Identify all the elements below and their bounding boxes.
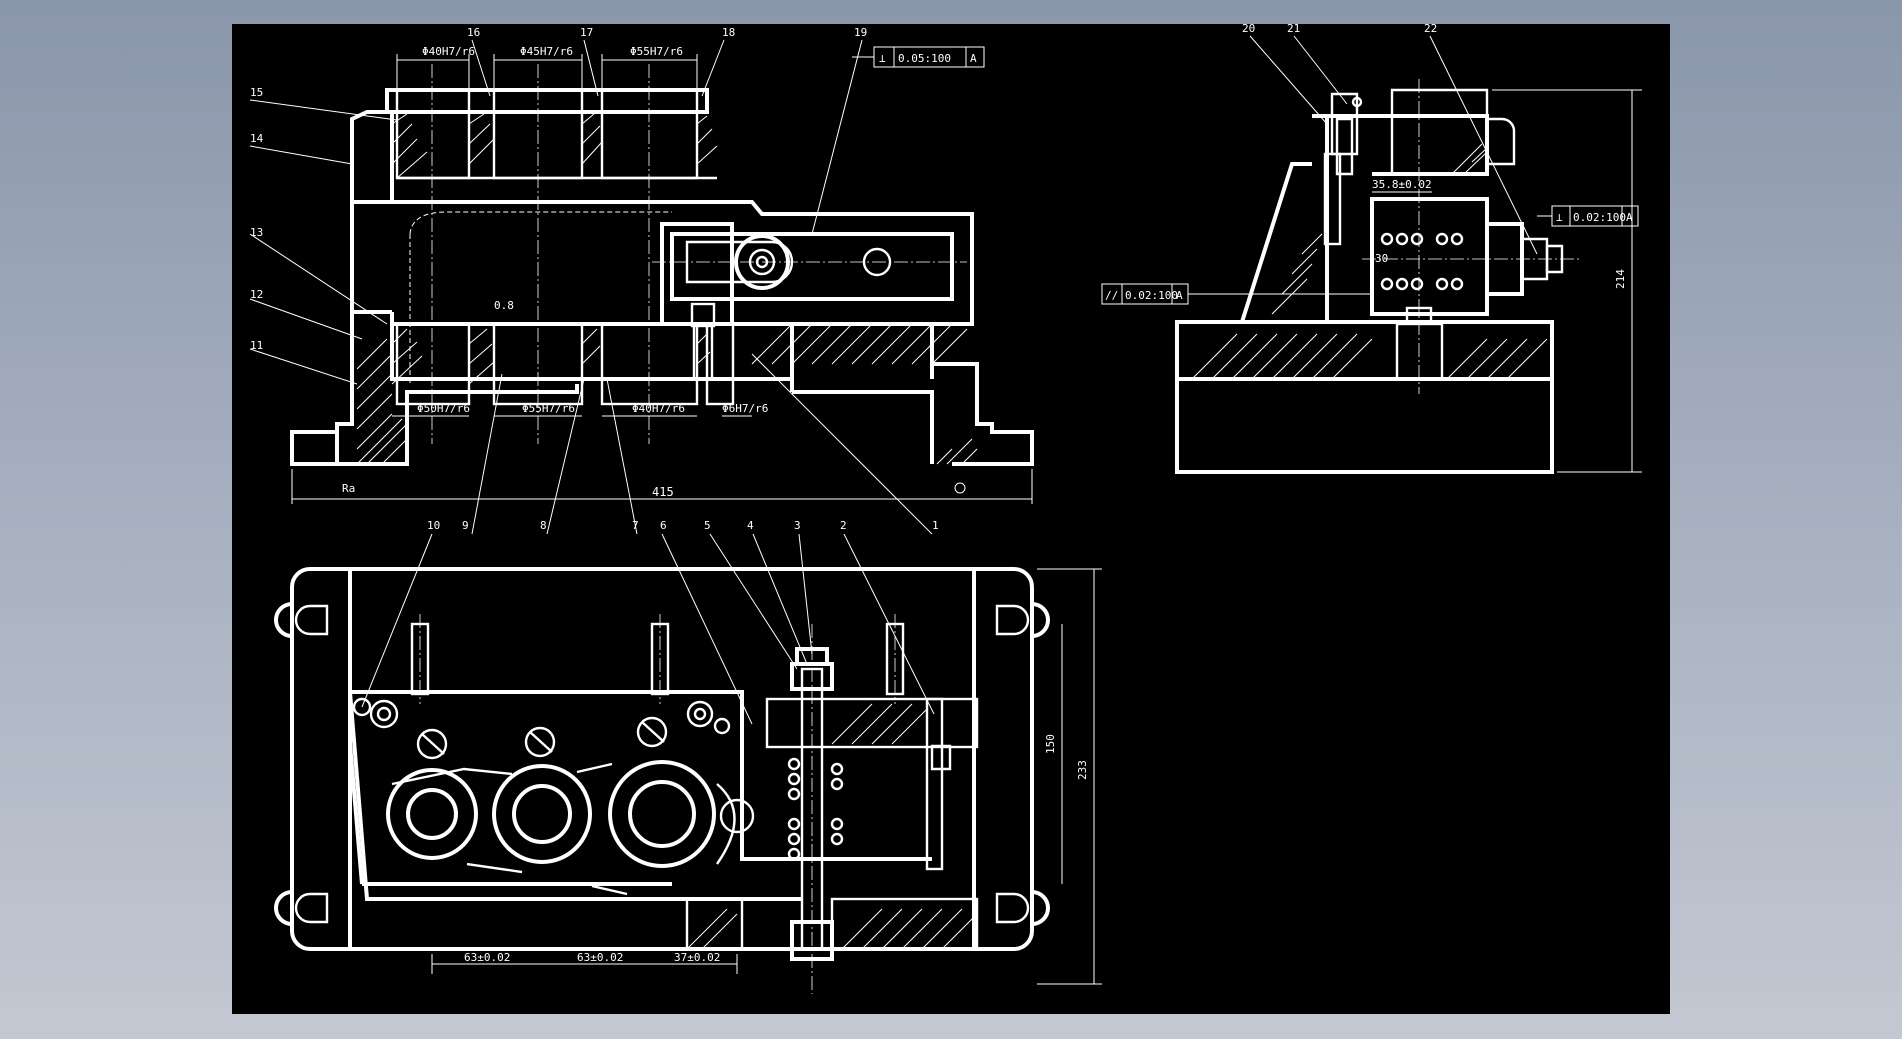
dim-bot-phi40: Φ40H7/r6 xyxy=(632,402,685,415)
dim-top-phi40: Φ40H7/r6 xyxy=(422,45,475,58)
side-view: 214 35.8±0.02 30 xyxy=(1175,79,1642,474)
balloon-2: 2 xyxy=(840,519,847,532)
svg-text:0.05:100: 0.05:100 xyxy=(898,52,951,65)
tolerance-frame-parallel-side: // 0.02:100 A xyxy=(1101,283,1372,305)
svg-text://: // xyxy=(1105,289,1118,302)
balloon-20: 20 xyxy=(1242,24,1255,35)
svg-text:0.02:100: 0.02:100 xyxy=(1573,211,1626,224)
drawing-viewport[interactable]: Φ40H7/r6 Φ45H7/r6 Φ55H7/r6 Φ50H7/r6 Φ55H… xyxy=(232,24,1670,1014)
dim-side-30: 30 xyxy=(1375,252,1388,265)
balloon-3: 3 xyxy=(794,519,801,532)
dim-side-35: 35.8±0.02 xyxy=(1372,178,1432,191)
balloon-10: 10 xyxy=(427,519,440,532)
dim-bot-phi55: Φ55H7/r6 xyxy=(522,402,575,415)
front-section-view xyxy=(290,64,1034,466)
svg-text:A: A xyxy=(1176,289,1183,302)
dim-bot-phi50: Φ50H7/r6 xyxy=(417,402,470,415)
cad-drawing: Φ40H7/r6 Φ45H7/r6 Φ55H7/r6 Φ50H7/r6 Φ55H… xyxy=(249,24,1642,994)
front-dimensions: Φ40H7/r6 Φ45H7/r6 Φ55H7/r6 Φ50H7/r6 Φ55H… xyxy=(291,45,1033,504)
dim-width-415: 415 xyxy=(652,485,674,499)
balloon-6: 6 xyxy=(660,519,667,532)
dim-plan-37: 37±0.02 xyxy=(674,951,720,964)
svg-text:Ra: Ra xyxy=(342,482,355,495)
balloon-12: 12 xyxy=(250,288,263,301)
dim-bot-phi6: Φ6H7/r6 xyxy=(722,402,768,415)
balloon-13: 13 xyxy=(250,226,263,239)
balloon-5: 5 xyxy=(704,519,711,532)
balloon-15: 15 xyxy=(250,86,263,99)
dim-plan-63a: 63±0.02 xyxy=(464,951,510,964)
svg-text:A: A xyxy=(1626,211,1633,224)
tolerance-frame-perp-top: ⊥ 0.05:100 A xyxy=(852,46,985,68)
balloon-8: 8 xyxy=(540,519,547,532)
plan-view: 63±0.02 63±0.02 37±0.02 150 233 xyxy=(274,567,1102,994)
dim-top-phi45: Φ45H7/r6 xyxy=(520,45,573,58)
balloon-18: 18 xyxy=(722,26,735,39)
balloon-17: 17 xyxy=(580,26,593,39)
balloon-14: 14 xyxy=(250,132,264,145)
dim-side-214: 214 xyxy=(1614,269,1627,289)
dim-gap-08: 0.8 xyxy=(494,299,514,312)
balloon-22: 22 xyxy=(1424,24,1437,35)
svg-text:A: A xyxy=(970,52,977,65)
dim-plan-150: 150 xyxy=(1044,734,1057,754)
svg-text:⊥: ⊥ xyxy=(879,52,886,65)
dim-top-phi55: Φ55H7/r6 xyxy=(630,45,683,58)
balloon-11: 11 xyxy=(250,339,263,352)
dim-plan-233: 233 xyxy=(1076,760,1089,780)
part-balloons: 15 14 13 12 11 16 17 18 19 10 9 8 7 6 5 … xyxy=(249,24,1538,725)
balloon-21: 21 xyxy=(1287,24,1300,35)
balloon-7: 7 xyxy=(632,519,639,532)
balloon-16: 16 xyxy=(467,26,480,39)
dim-plan-63b: 63±0.02 xyxy=(577,951,623,964)
balloon-1: 1 xyxy=(932,519,939,532)
tolerance-frame-perp-side: ⊥ 0.02:100 A xyxy=(1537,205,1639,227)
svg-text:0.02:100: 0.02:100 xyxy=(1125,289,1178,302)
balloon-19: 19 xyxy=(854,26,867,39)
svg-text:⊥: ⊥ xyxy=(1556,211,1563,224)
balloon-9: 9 xyxy=(462,519,469,532)
balloon-4: 4 xyxy=(747,519,754,532)
